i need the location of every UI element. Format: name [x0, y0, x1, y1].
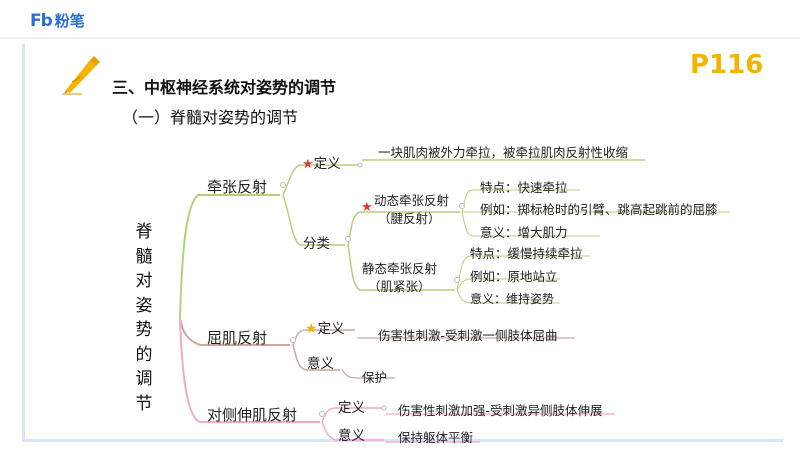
static-stretch-alias: （肌紧张） [368, 279, 431, 294]
flexor-meaning-label: 意义 [307, 356, 334, 372]
stretch-definition-label: ★定义 [302, 152, 341, 172]
dynamic-stretch-label: 动态牵张反射 [374, 193, 450, 208]
logo-text: 粉笔 [54, 12, 85, 30]
page-number: P116 [690, 50, 764, 80]
section-heading: 三、中枢神经系统对姿势的调节 [112, 78, 337, 97]
topic-flexor-reflex: 屈肌反射 [207, 329, 268, 347]
static-stretch-label: 静态牵张反射 [362, 261, 438, 276]
dynamic-example: 例如：掷标枪时的引臂、跳高起跳前的屈膝 [480, 202, 718, 217]
star-icon: ★ [361, 200, 373, 215]
crossed-definition-label: 定义 [338, 400, 365, 416]
flexor-meaning-text: 保护 [362, 370, 388, 385]
stretch-definition-text-label: 定义 [313, 156, 341, 172]
static-example: 例如：原地站立 [470, 269, 558, 284]
static-meaning: 意义：维持姿势 [470, 292, 555, 306]
slide-frame [22, 44, 783, 442]
pen-icon [62, 56, 100, 95]
star-icon: ★ [305, 321, 318, 337]
crossed-meaning-label: 意义 [338, 428, 365, 444]
dynamic-stretch-alias: （腱反射） [378, 211, 441, 226]
flexor-definition-text: 伤害性刺激-受刺激一侧肢体屈曲 [378, 328, 558, 343]
topic-crossed-extensor-reflex: 对侧伸肌反射 [207, 406, 298, 424]
flexor-definition-label: ★定义 [305, 317, 345, 337]
dynamic-feature: 特点：快速牵拉 [480, 180, 568, 195]
topic-stretch-reflex: 牵张反射 [207, 178, 268, 196]
root-topic: 脊髓对姿势的调节 [135, 222, 153, 414]
stretch-classification-label: 分类 [303, 236, 330, 252]
header-divider [0, 37, 800, 39]
star-icon: ★ [302, 157, 314, 172]
logo-mark: Fb [30, 10, 53, 31]
crossed-meaning-text: 保持躯体平衡 [398, 430, 474, 445]
subsection-heading: （一）脊髓对姿势的调节 [122, 108, 299, 127]
static-feature: 特点：缓慢持续牵拉 [470, 246, 583, 261]
stretch-definition-text: 一块肌肉被外力牵拉，被牵拉肌肉反射性收缩 [378, 145, 629, 160]
top-bar: Fb 粉笔 [0, 0, 800, 40]
flexor-definition-text-label: 定义 [317, 321, 345, 337]
crossed-definition-text: 伤害性刺激加强-受刺激异侧肢体伸展 [398, 403, 603, 418]
dynamic-meaning: 意义：增大肌力 [480, 225, 568, 240]
brand-logo: Fb 粉笔 [30, 10, 85, 31]
